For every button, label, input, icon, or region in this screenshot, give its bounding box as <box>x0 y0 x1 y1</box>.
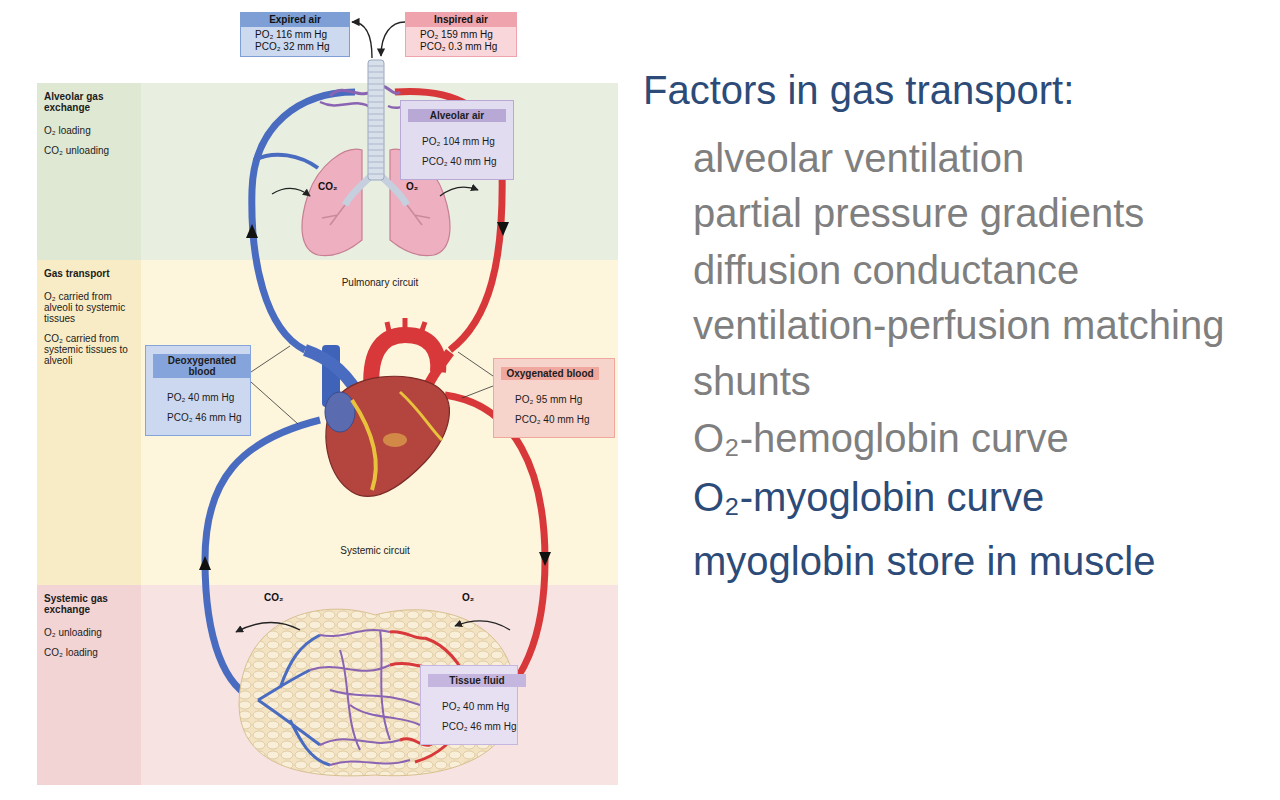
pressure-box: Deoxygenated bloodPO₂ 40 mm HgPCO₂ 46 mm… <box>145 345 251 436</box>
box-heading: Expired air <box>241 13 349 27</box>
pressure-value: PO₂ 159 mm Hg <box>406 27 516 41</box>
band-note: CO₂ carried from systemic tissues to alv… <box>44 333 134 366</box>
factor-item: O₂-myoglobin curve <box>693 474 1044 520</box>
vena-cava <box>322 345 340 407</box>
pressure-value: PO₂ 40 mm Hg <box>428 699 538 712</box>
pressure-value: PCO₂ 40 mm Hg <box>408 156 518 170</box>
leader-line <box>462 386 493 398</box>
right-lung <box>390 149 450 255</box>
arteriole <box>390 632 490 762</box>
band-heading: Alveolar gas exchange <box>44 91 134 113</box>
box-heading: Deoxygenated blood <box>153 354 251 378</box>
heart-fat <box>383 433 407 447</box>
gas-label: O₂ <box>462 592 474 604</box>
flow-arrow <box>497 222 509 236</box>
slide-title: Factors in gas transport: <box>643 67 1074 113</box>
coronary-vessel <box>352 400 376 490</box>
pressure-value: PO₂ 116 mm Hg <box>241 27 349 41</box>
pulmonary-artery <box>252 92 355 350</box>
coronary-vessel <box>400 392 442 440</box>
pressure-value: PCO₂ 40 mm Hg <box>501 414 611 428</box>
pressure-box: Expired airPO₂ 116 mm HgPCO₂ 32 mm Hg <box>240 12 350 57</box>
flow-arrow <box>246 224 258 238</box>
pressure-box: Alveolar airPO₂ 104 mm HgPCO₂ 40 mm Hg <box>400 100 514 180</box>
pulmonary-vein <box>395 91 502 350</box>
band-heading: Systemic gas exchange <box>44 593 134 615</box>
aortic-branches <box>387 318 425 336</box>
gas-arrow <box>455 621 510 630</box>
pressure-value: PCO₂ 46 mm Hg <box>428 721 538 735</box>
pressure-box: Oxygenated bloodPO₂ 95 mm Hg PCO₂ 40 mm H… <box>493 358 615 438</box>
circuit-label: Pulmonary circuit <box>342 277 419 289</box>
left-bronchus <box>345 176 371 205</box>
flow-arrow <box>539 552 551 566</box>
factor-item: partial pressure gradients <box>693 190 1144 236</box>
flow-arrow <box>199 556 211 570</box>
heart <box>326 376 449 496</box>
pulmonary-capillary <box>330 86 400 96</box>
pulmonary-capillary <box>388 103 432 108</box>
aorta <box>371 335 438 395</box>
factor-item: diffusion conductance <box>693 247 1079 293</box>
leader-line <box>251 382 298 424</box>
stage-band: Alveolar gas exchange O₂ loadingCO₂ unloa… <box>37 83 618 260</box>
pulmonary-vein-branch <box>440 155 502 172</box>
box-heading: Tissue fluid <box>428 674 526 687</box>
bronchiole <box>322 205 430 225</box>
pulmonary-trunk <box>305 350 362 402</box>
pressure-box: Tissue fluidPO₂ 40 mm HgPCO₂ 46 mm Hg <box>420 665 518 745</box>
pressure-value: PCO₂ 32 mm Hg <box>241 41 349 56</box>
gas-label: O₂ <box>406 181 418 193</box>
band-note: CO₂ unloading <box>44 145 134 156</box>
band-note: CO₂ loading <box>44 647 134 658</box>
factor-item: alveolar ventilation <box>693 135 1024 181</box>
trachea-rings <box>368 66 384 174</box>
systemic-vein <box>205 420 320 700</box>
pressure-value: PO₂ 104 mm Hg <box>408 134 518 147</box>
gas-arrow <box>236 622 300 632</box>
capillary <box>310 630 420 765</box>
factor-item: shunts <box>693 358 811 404</box>
factor-item: myoglobin store in muscle <box>693 538 1155 584</box>
gas-label: CO₂ <box>264 592 283 604</box>
pressure-value: PCO₂ 46 mm Hg <box>153 412 263 426</box>
left-lung <box>302 149 362 255</box>
band-heading: Gas transport <box>44 268 134 279</box>
box-heading: Inspired air <box>406 13 516 27</box>
leader-line <box>251 346 290 372</box>
pressure-value: PO₂ 95 mm Hg <box>501 392 611 405</box>
circuit-label: Systemic circuit <box>340 545 409 557</box>
stage-band: Gas transport O₂ carried from alveoli to … <box>37 260 618 585</box>
right-bronchus <box>381 176 407 205</box>
systemic-artery <box>445 395 545 700</box>
pressure-box: Inspired airPO₂ 159 mm HgPCO₂ 0.3 mm Hg <box>405 12 517 57</box>
gas-arrow <box>440 187 478 196</box>
trachea <box>368 60 384 180</box>
box-heading: Oxygenated blood <box>501 367 599 380</box>
gas-label: CO₂ <box>318 181 337 193</box>
factor-item: ventilation-perfusion matching <box>693 302 1224 348</box>
pulmonary-capillary <box>320 102 372 108</box>
right-atrium <box>325 392 355 432</box>
factor-item: O₂-hemoglobin curve <box>693 415 1069 461</box>
gas-arrow <box>272 188 310 196</box>
venule <box>258 635 330 765</box>
pulmonary-artery-branch <box>254 155 318 168</box>
band-note: O₂ unloading <box>44 627 134 638</box>
expired-arrow <box>352 22 372 58</box>
tissue-bed <box>239 609 515 776</box>
pressure-value: PCO₂ 0.3 mm Hg <box>406 41 516 56</box>
inspired-arrow <box>381 22 405 56</box>
band-note: O₂ loading <box>44 125 134 136</box>
leader-line <box>458 352 493 376</box>
box-heading: Alveolar air <box>408 109 506 122</box>
stage-band: Systemic gas exchange O₂ unloadingCO₂ loa… <box>37 585 618 785</box>
pressure-value: PO₂ 40 mm Hg <box>153 390 263 403</box>
band-note: O₂ carried from alveoli to systemic tiss… <box>44 291 134 324</box>
pulmonary-vein-root <box>420 352 450 400</box>
